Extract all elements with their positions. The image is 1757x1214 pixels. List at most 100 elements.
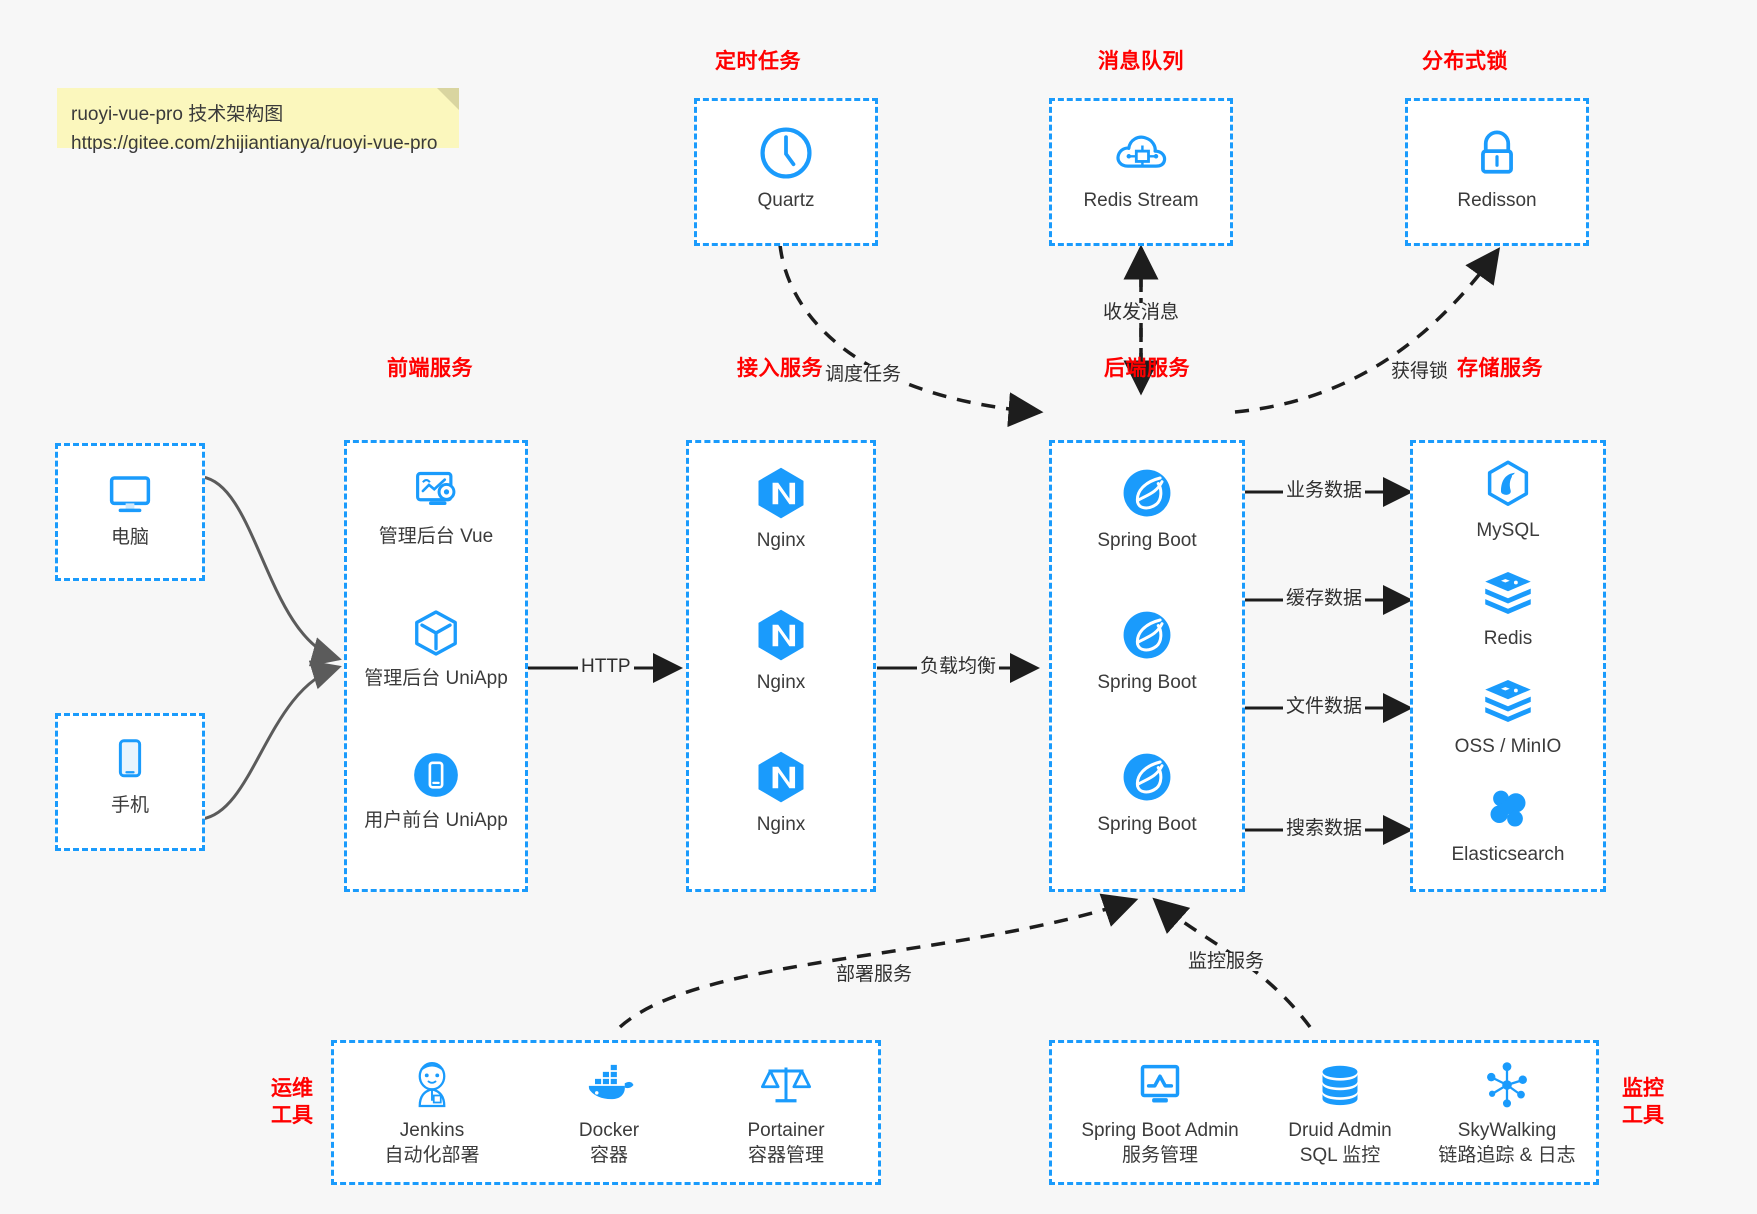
node-label: SkyWalking — [1457, 1120, 1557, 1141]
group-title-monitor-tools: 监控 工具 — [1613, 1075, 1673, 1130]
wire-mobile-to-frontend — [201, 660, 342, 821]
note-fold-corner — [437, 88, 459, 110]
node-spring-boot-2[interactable]: Spring Boot — [1052, 605, 1242, 695]
node-label: MySQL — [1476, 520, 1540, 541]
group-box-client-mobile: 手机 — [55, 713, 205, 851]
edge-label-monitor-service: 监控服务 — [1185, 952, 1268, 971]
group-box-scheduler: Quartz — [694, 98, 878, 246]
node-user-uniapp[interactable]: 用户前台 UniApp — [347, 747, 525, 833]
node-desc: 容器 — [589, 1144, 628, 1166]
node-label: 电脑 — [110, 527, 149, 548]
elasticsearch-icon — [1490, 790, 1526, 827]
node-jenkins[interactable]: Jenkins 自动化部署 — [352, 1057, 512, 1168]
node-label: Nginx — [756, 672, 806, 693]
node-label: Spring Boot — [1097, 530, 1197, 551]
node-quartz[interactable]: Quartz — [697, 123, 875, 213]
group-title-frontend: 前端服务 — [387, 357, 473, 380]
node-label: Spring Boot Admin — [1081, 1120, 1239, 1141]
node-label: Jenkins — [399, 1120, 465, 1141]
node-desc: 自动化部署 — [384, 1144, 480, 1166]
node-label: 管理后台 UniApp — [364, 668, 508, 689]
node-admin-vue[interactable]: 管理后台 Vue — [347, 463, 525, 549]
edge-label-acquire-lock: 获得锁 — [1388, 362, 1452, 381]
scales-icon — [760, 1067, 812, 1103]
edge-label-load-balance: 负载均衡 — [917, 657, 1000, 676]
node-label: Nginx — [756, 530, 806, 551]
node-portainer[interactable]: Portainer 容器管理 — [706, 1057, 866, 1168]
node-nginx-2[interactable]: Nginx — [689, 605, 873, 695]
edge-label-business-data: 业务数据 — [1283, 481, 1366, 500]
node-redis-stream[interactable]: Redis Stream — [1052, 123, 1230, 213]
node-redis[interactable]: Redis — [1413, 565, 1603, 651]
spring-boot-icon — [1123, 469, 1171, 517]
group-title-distributed-lock: 分布式锁 — [1422, 50, 1508, 73]
nginx-icon — [758, 751, 804, 803]
node-label: OSS / MinIO — [1454, 736, 1562, 757]
group-box-ops-tools: Jenkins 自动化部署 Docker 容器 — [331, 1040, 881, 1185]
node-nginx-3[interactable]: Nginx — [689, 747, 873, 837]
node-spring-boot-1[interactable]: Spring Boot — [1052, 463, 1242, 553]
node-label: Docker — [578, 1120, 640, 1141]
node-mysql[interactable]: MySQL — [1413, 457, 1603, 543]
node-redisson[interactable]: Redisson — [1408, 123, 1586, 213]
database-icon — [1322, 1065, 1358, 1106]
node-desc: 容器管理 — [747, 1144, 824, 1166]
edge-label-send-receive-message: 收发消息 — [1100, 303, 1183, 322]
group-title-ops-tools: 运维 工具 — [262, 1075, 322, 1130]
node-label: 手机 — [110, 795, 149, 816]
node-label: Elasticsearch — [1451, 844, 1565, 865]
phone-circle-icon — [414, 753, 458, 797]
node-elasticsearch[interactable]: Elasticsearch — [1413, 781, 1603, 867]
group-box-monitor-tools: Spring Boot Admin 服务管理 Druid Admin SQL 监… — [1049, 1040, 1599, 1185]
wire-desktop-to-frontend — [201, 475, 342, 667]
edge-label-file-data: 文件数据 — [1283, 697, 1366, 716]
group-box-client-desktop: 电脑 — [55, 443, 205, 581]
group-box-message-queue: Redis Stream — [1049, 98, 1233, 246]
group-title-message-queue: 消息队列 — [1098, 50, 1184, 73]
wire-acquire-lock — [1234, 247, 1501, 414]
node-spring-boot-3[interactable]: Spring Boot — [1052, 747, 1242, 837]
node-label: 用户前台 UniApp — [364, 810, 508, 831]
node-desc: SQL 监控 — [1299, 1144, 1381, 1166]
mysql-icon — [1487, 460, 1529, 506]
spring-boot-icon — [1123, 753, 1171, 801]
node-desktop[interactable]: 电脑 — [58, 464, 202, 550]
redis-icon — [1485, 572, 1531, 614]
lock-icon — [1481, 130, 1513, 174]
spring-boot-icon — [1123, 611, 1171, 659]
node-desc: 服务管理 — [1121, 1144, 1198, 1166]
node-mobile[interactable]: 手机 — [58, 732, 202, 818]
node-label: Spring Boot — [1097, 814, 1197, 835]
node-desc: 链路追踪 & 日志 — [1438, 1144, 1576, 1166]
note-title: ruoyi-vue-pro 技术架构图 — [71, 104, 284, 125]
ops-title-line2: 工具 — [271, 1104, 313, 1128]
group-box-storage: MySQL Redis OSS / MinIO — [1410, 440, 1606, 892]
group-box-frontend: 管理后台 Vue 管理后台 UniApp 用户前台 UniApp — [344, 440, 528, 892]
monitor-title-line2: 工具 — [1622, 1104, 1664, 1128]
edge-label-search-data: 搜索数据 — [1283, 819, 1366, 838]
wire-schedule-task — [778, 244, 1044, 428]
nginx-icon — [758, 467, 804, 519]
jenkins-icon — [418, 1061, 446, 1108]
group-title-scheduler: 定时任务 — [715, 50, 801, 73]
edge-label-cache-data: 缓存数据 — [1283, 589, 1366, 608]
node-nginx-1[interactable]: Nginx — [689, 463, 873, 553]
node-admin-uniapp[interactable]: 管理后台 UniApp — [347, 605, 525, 691]
wire-deploy-service — [618, 893, 1139, 1029]
desktop-icon — [109, 476, 151, 513]
node-label: Nginx — [756, 814, 806, 835]
node-docker[interactable]: Docker 容器 — [529, 1057, 689, 1168]
note-url: https://gitee.com/zhijiantianya/ruoyi-vu… — [71, 133, 438, 155]
node-druid-admin[interactable]: Druid Admin SQL 监控 — [1250, 1057, 1430, 1168]
node-oss-minio[interactable]: OSS / MinIO — [1413, 673, 1603, 759]
node-spring-boot-admin[interactable]: Spring Boot Admin 服务管理 — [1060, 1057, 1260, 1168]
node-label: Redis — [1483, 628, 1533, 649]
group-title-backend: 后端服务 — [1104, 357, 1190, 380]
node-skywalking[interactable]: SkyWalking 链路追踪 & 日志 — [1417, 1057, 1597, 1168]
node-label: Redis Stream — [1083, 190, 1199, 211]
node-label: Druid Admin — [1288, 1120, 1392, 1141]
group-title-gateway: 接入服务 — [737, 357, 823, 380]
group-box-distributed-lock: Redisson — [1405, 98, 1589, 246]
node-label: Quartz — [757, 190, 815, 211]
